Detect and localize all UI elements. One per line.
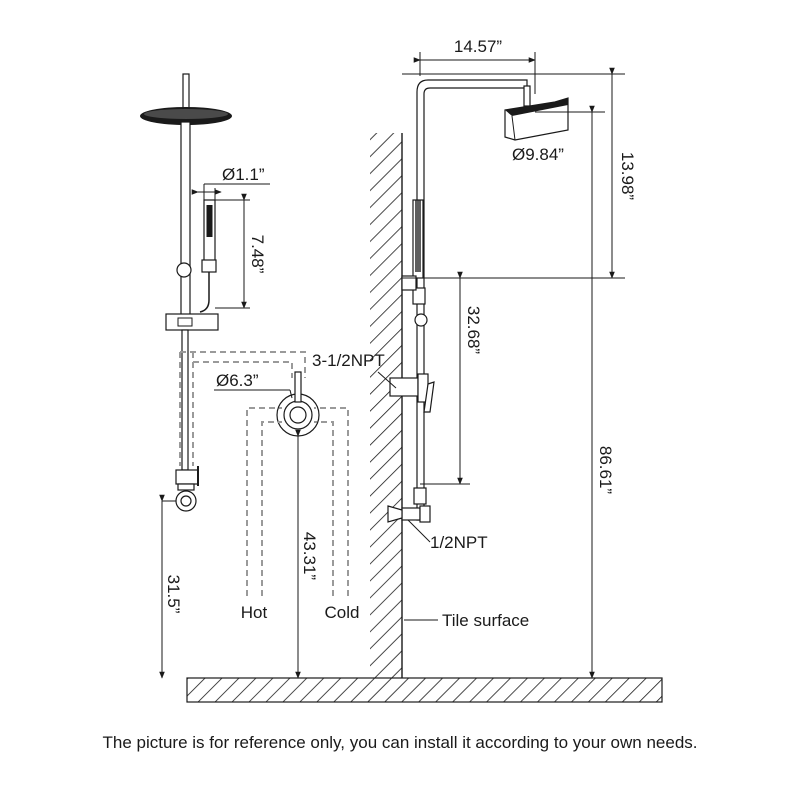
- dim-handheld-length: 7.48”: [248, 235, 267, 274]
- dim-total-height: 86.61”: [596, 446, 615, 495]
- front-mixing-valve: [276, 371, 320, 437]
- side-shower-arm: [416, 79, 528, 521]
- label-upper-thread: 3-1/2NPT: [312, 351, 385, 370]
- floor: [186, 677, 663, 703]
- front-hand-shower: [199, 199, 217, 313]
- label-tile-surface: Tile surface: [442, 611, 529, 630]
- caption: The picture is for reference only, you c…: [103, 733, 698, 752]
- dim-outlet-height: 31.5”: [164, 575, 183, 614]
- dim-head-height: 13.98”: [618, 152, 637, 201]
- side-mixing-valve: [389, 373, 435, 413]
- front-diverter: [175, 466, 199, 512]
- front-view: [140, 73, 349, 596]
- front-shower-head: [140, 107, 232, 125]
- dim-bar-length: 32.68”: [464, 306, 483, 355]
- front-main-column: [180, 121, 191, 323]
- front-column-knob: [176, 262, 192, 278]
- label-lower-thread: 1/2NPT: [430, 533, 488, 552]
- dim-head-diameter: Ø9.84”: [512, 145, 564, 164]
- label-hot: Hot: [241, 603, 268, 622]
- dim-arm-length: 14.57”: [454, 37, 503, 56]
- side-view: [387, 79, 569, 523]
- dashed-supply-lines: [179, 351, 349, 596]
- wall: [370, 133, 403, 678]
- label-cold: Cold: [325, 603, 360, 622]
- dimension-lines: [159, 52, 625, 679]
- dim-handheld-diameter: Ø1.1”: [222, 165, 265, 184]
- side-lower-outlet: [387, 487, 431, 523]
- dim-valve-height: 43.31”: [300, 532, 319, 581]
- side-shower-head: [504, 97, 569, 141]
- dim-valve-diameter: Ø6.3”: [216, 371, 259, 390]
- side-upper-wall-bracket: [401, 275, 417, 291]
